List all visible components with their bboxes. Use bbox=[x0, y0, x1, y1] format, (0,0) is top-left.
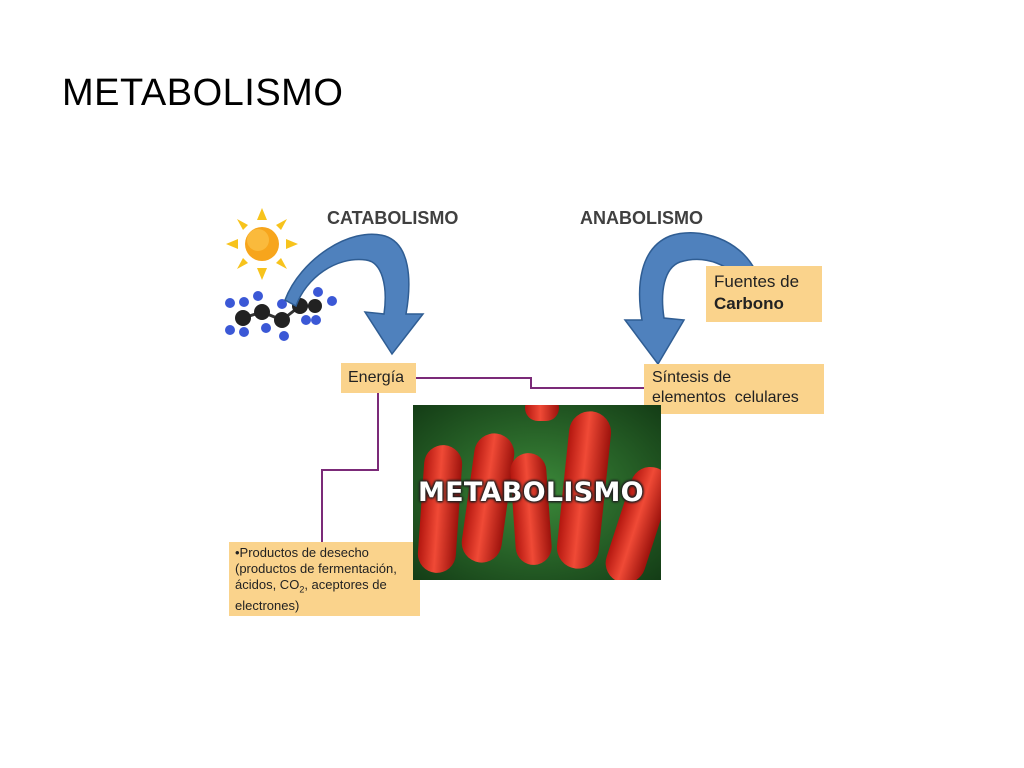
bacterium bbox=[556, 411, 612, 569]
productos-line1: •Productos de desecho bbox=[235, 545, 369, 560]
bacteria-micrograph bbox=[413, 405, 661, 580]
bacterium bbox=[510, 453, 552, 565]
page-title: METABOLISMO bbox=[62, 72, 344, 114]
energia-box: Energía bbox=[341, 363, 416, 393]
bacterium bbox=[461, 433, 515, 563]
fuentes-carbono-box: Fuentes de Carbono bbox=[706, 266, 822, 322]
sintesis-line1: Síntesis de bbox=[652, 369, 732, 386]
productos-line2: (productos de fermentación, bbox=[235, 561, 397, 576]
anabolismo-arrow bbox=[623, 232, 756, 366]
bacterium bbox=[417, 445, 463, 573]
catabolismo-arrow bbox=[284, 233, 425, 356]
bacterium bbox=[525, 405, 559, 421]
anabolismo-label: ANABOLISMO bbox=[580, 208, 703, 228]
connector-energia-sintesis bbox=[416, 377, 644, 389]
productos-line3a: ácidos, CO bbox=[235, 577, 300, 592]
micrograph-label: METABOLISMO bbox=[418, 477, 644, 508]
productos-line4: electrones) bbox=[235, 597, 300, 613]
fuentes-line2: Carbono bbox=[714, 294, 784, 313]
sintesis-box: Síntesis de elementos celulares bbox=[644, 364, 824, 414]
bacterium bbox=[605, 466, 661, 580]
fuentes-line1: Fuentes de bbox=[714, 272, 800, 291]
catabolismo-label: CATABOLISMO bbox=[327, 208, 459, 228]
sun-icon bbox=[226, 208, 298, 280]
molecule-icon bbox=[225, 287, 337, 341]
productos-line3: ácidos, CO2, aceptores de bbox=[235, 577, 414, 598]
sintesis-line2: elementos celulares bbox=[652, 389, 799, 406]
co2-subscript: 2 bbox=[299, 584, 305, 595]
bacteria-image bbox=[413, 405, 661, 580]
connector-lines bbox=[321, 377, 644, 542]
productos-line3b: , aceptores de bbox=[304, 577, 387, 592]
productos-desecho-box: •Productos de desecho (productos de ferm… bbox=[229, 542, 420, 616]
connector-energia-productos bbox=[321, 393, 379, 542]
